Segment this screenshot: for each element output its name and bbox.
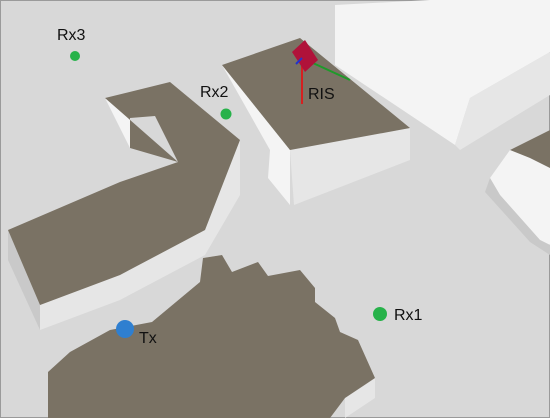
building-right-edge	[485, 130, 550, 255]
rx1-marker	[373, 307, 387, 321]
ris-label: RIS	[308, 86, 335, 103]
building-ris	[222, 38, 410, 205]
building-bottom	[48, 255, 375, 418]
ris-marker	[292, 40, 351, 104]
building-top-right	[335, 0, 550, 150]
rx3-label: Rx3	[57, 27, 86, 44]
rx2-marker	[220, 108, 232, 120]
tx-marker	[116, 320, 134, 338]
tx-label: Tx	[139, 330, 157, 347]
ris-panel	[292, 40, 318, 72]
rx1-label: Rx1	[394, 307, 423, 324]
building-l-shape	[8, 82, 240, 330]
rx3-marker	[70, 51, 80, 61]
ris-axis-z	[295, 57, 303, 65]
rx2-label: Rx2	[200, 84, 229, 101]
